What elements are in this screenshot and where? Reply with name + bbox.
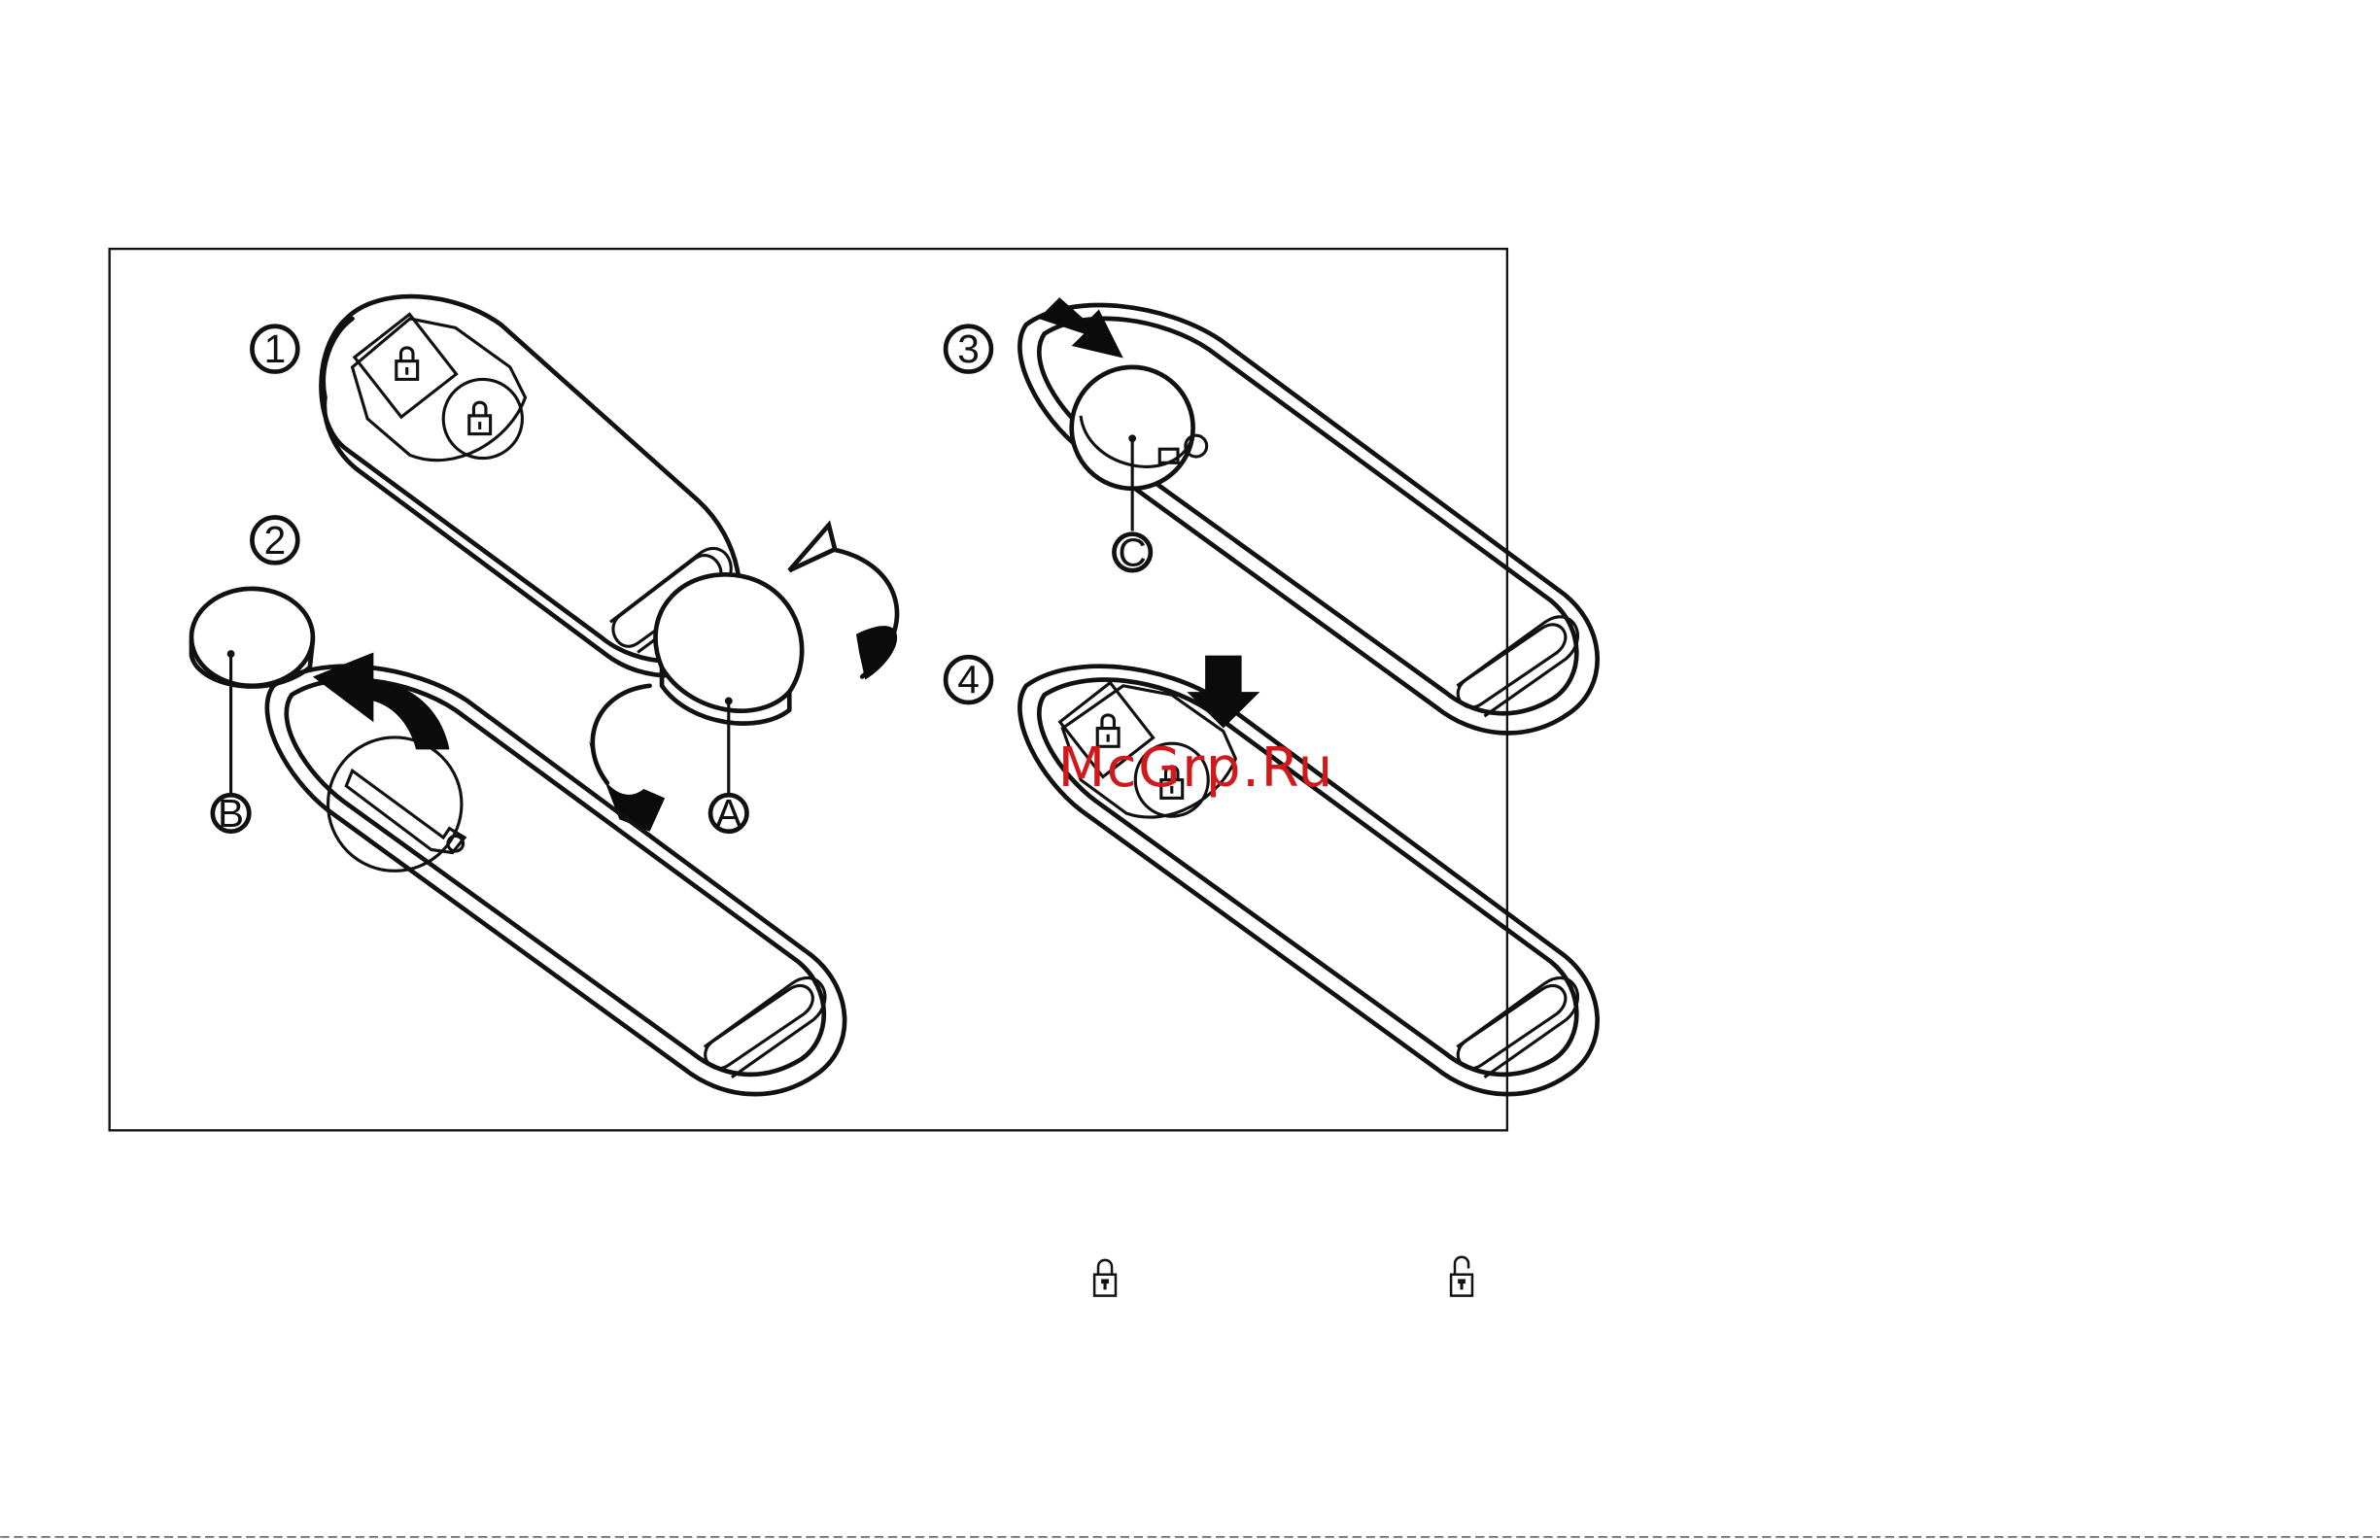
part-label-c: C (1118, 530, 1146, 574)
twist-arrow-upper (789, 525, 897, 679)
fob-lock-button-icon (397, 348, 418, 379)
step-3-number: 3 (957, 326, 980, 371)
watermark: McGrp.Ru (1058, 736, 1334, 800)
coin-a: A (655, 574, 802, 836)
step-4-number: 4 (957, 658, 980, 702)
fob-open-step2 (267, 667, 845, 1094)
step-2-badge: 2 (252, 517, 297, 563)
part-label-b: B (218, 791, 244, 836)
unlock-icon (1451, 1257, 1472, 1296)
battery-b: B (191, 589, 313, 836)
lock-icon (1094, 1260, 1116, 1296)
step-4-badge: 4 (946, 657, 991, 702)
fob-unlock-button-icon (469, 402, 491, 433)
press-arrow (1187, 656, 1259, 729)
step-2-number: 2 (264, 518, 287, 563)
part-label-a: A (715, 791, 742, 836)
step-1-number: 1 (264, 326, 287, 371)
twist-arrow-lower (589, 686, 665, 832)
fob-open-step3: C (1019, 305, 1597, 733)
step-3-badge: 3 (946, 326, 991, 372)
step-1-badge: 1 (252, 326, 297, 372)
fob-closed-step4 (1019, 667, 1597, 1094)
